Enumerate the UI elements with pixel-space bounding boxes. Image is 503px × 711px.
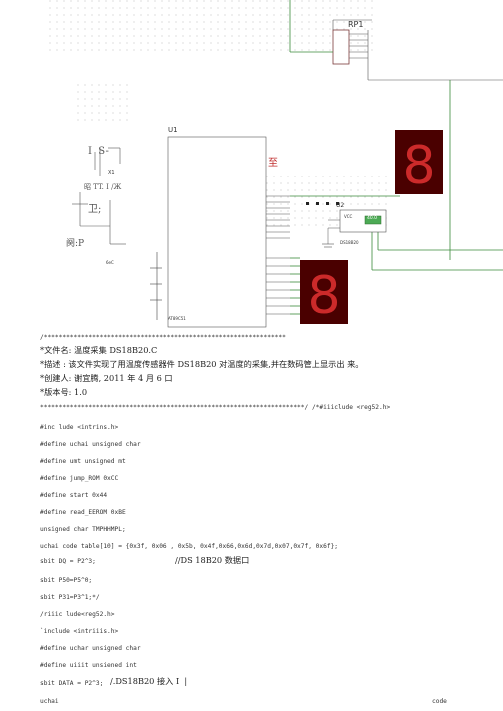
chip-bottom-label: AT89C51	[168, 316, 186, 321]
chip-label-u1: U1	[168, 126, 178, 134]
misc-mid-char: 至	[268, 158, 278, 169]
comment-stars-bottom: ****************************************…	[40, 404, 391, 411]
resistor-pack-label: RP1	[348, 20, 364, 29]
code-line: sbit DQ = P2^3;	[40, 558, 96, 565]
footer-right: code	[432, 698, 447, 705]
misc-ecn: 6eC	[106, 260, 114, 265]
crystal-capacitor-circuit	[72, 147, 126, 245]
version-line: *版本号: 1.0	[40, 387, 88, 397]
footer-left: uchai	[40, 698, 59, 705]
left-components	[150, 252, 162, 320]
code-comment: /.DS18B20 接入 I |	[110, 676, 188, 686]
sensor-label: DS18B20	[340, 240, 359, 245]
code-line: #define uchar unsigned char	[40, 645, 141, 652]
code-line: unsigned char TMPHHMPL;	[40, 526, 126, 533]
comment-stars-top: /***************************************…	[40, 334, 286, 341]
display-digit-2: 8	[307, 266, 340, 326]
sensor-vcc-label: VCC	[344, 214, 353, 219]
code-line: #define umt unsigned mt	[40, 458, 126, 465]
microcontroller-u1[interactable]	[167, 136, 290, 328]
misc-left-top: I S-	[88, 146, 109, 157]
creator-line: *创建人: 谢宜腾, 2011 年 4 月 6 口	[40, 373, 173, 383]
code-line: #define read_EEROM 0xBE	[40, 509, 126, 516]
temperature-sensor-ds18b20[interactable]	[322, 209, 387, 248]
code-line: #inc lude <intrins.h>	[40, 424, 119, 431]
u2-label: U2	[336, 202, 345, 209]
code-line: uchai code table[10] = {0x3f, 0x06 , 0x5…	[40, 543, 339, 550]
circuit-schematic: 8 8	[45, 0, 503, 328]
misc-left-3: 昭 TT. I /Ж	[84, 183, 122, 191]
grid-strip-top	[45, 0, 375, 52]
code-comment: //DS 18B20 数据口	[175, 555, 250, 565]
display-digit-1: 8	[402, 136, 435, 196]
misc-left-5: 阕:P	[66, 239, 85, 249]
crystal-label: X1	[108, 170, 115, 176]
sensor-reading: 40.0	[367, 216, 378, 221]
code-line: #define uchai unsigned char	[40, 441, 141, 448]
code-line: sbit P31=P3^1;*/	[40, 594, 100, 601]
grid-block-left	[72, 84, 132, 126]
code-line: sbit DATA = P2^3;	[40, 680, 104, 687]
code-line: #define start 0x44	[40, 492, 108, 499]
description-line: *描述 : 该文件实现了用温度传感器件 DS18B20 对温度的采集,并在数码管…	[40, 359, 364, 369]
code-line: #define jump_ROM 0xCC	[40, 475, 119, 482]
resistor-pack-rp1[interactable]	[289, 0, 503, 81]
misc-left-4: 卫;	[88, 204, 102, 215]
code-line: sbit P50=P5^0;	[40, 577, 93, 584]
seven-segment-display-1: 8	[395, 130, 443, 196]
wire-bus	[290, 80, 503, 315]
connector-dots	[306, 202, 339, 205]
code-line: /riiic lude<reg52.h>	[40, 611, 115, 618]
code-line: #define uiiit unsiened int	[40, 662, 137, 669]
code-line: `include <intriiis.h>	[40, 628, 119, 635]
seven-segment-display-2: 8	[300, 260, 348, 326]
file-name-line: *文件名: 温度采集 DS18B20.C	[40, 345, 158, 355]
